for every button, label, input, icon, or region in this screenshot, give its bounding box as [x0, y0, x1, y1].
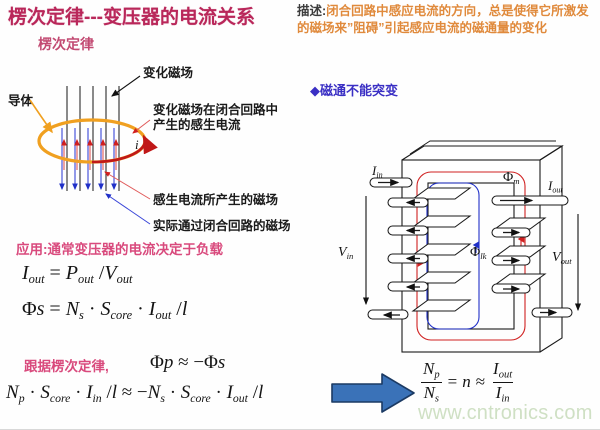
label-induced-current: 变化磁场在闭合回路中 产生的感生电流 — [153, 103, 278, 133]
label-induced-field: 感生电流所产生的磁场 — [153, 193, 279, 207]
lenz-heading: 跟据楞次定律, — [24, 359, 109, 374]
description-text: 闭合回路中感应电流的方向，总是使得它所激发的磁场来”阻碍”引起感应电流的磁通量的… — [297, 4, 589, 35]
secondary-turn — [491, 217, 547, 238]
core-right-face — [539, 144, 563, 353]
conclusion-arrow-icon — [331, 373, 415, 413]
formula-phip-approx: Φp ≈ −Φs — [150, 352, 226, 373]
primary-turn — [387, 243, 472, 264]
induced-field-pointer — [104, 171, 151, 200]
secondary-turn — [491, 245, 547, 266]
label-actual-field: 实际通过闭合回路的磁场 — [153, 219, 291, 233]
label-voltage-out: Vout — [552, 250, 572, 266]
page-title: 楞次定律---变压器的电流关系 — [8, 7, 255, 28]
application-heading: 应用:通常变压器的电流决定于负载 — [16, 242, 223, 257]
label-voltage-in: Vin — [338, 245, 354, 261]
conductor-loop — [37, 118, 147, 164]
approx-sign: ≈ — [475, 372, 486, 392]
final-turns-ratio-formula: Np Ns = n ≈ Iout Iin — [420, 360, 515, 405]
label-induced-current-line1: 变化磁场在闭合回路中 — [153, 103, 279, 117]
label-leakage-flux: Φlk — [470, 245, 487, 261]
site-watermark: www.cntronics.com — [418, 402, 593, 424]
primary-turn — [387, 215, 472, 236]
primary-turn — [387, 187, 472, 208]
equals-sign: = — [447, 372, 458, 392]
current-ratio-fraction: Iout Iin — [490, 360, 515, 405]
label-changing-field: 变化磁场 — [143, 66, 194, 80]
turns-ratio-numerator: Np — [423, 359, 440, 381]
turns-ratio-denominator: Ns — [420, 381, 443, 405]
changing-field-pointer — [111, 75, 141, 97]
diamond-bullet-icon: ◆ — [310, 83, 320, 98]
description-block: 描述:闭合回路中感应电流的方向，总是使得它所激发的磁场来”阻碍”引起感应电流的磁… — [297, 3, 597, 36]
label-current-out: Iout — [548, 178, 563, 195]
label-conductor: 导体 — [8, 94, 34, 108]
label-induced-current-line2: 产生的感生电流 — [153, 118, 241, 132]
current-ratio-numerator: Iout — [493, 359, 513, 381]
label-main-flux: Φm — [503, 170, 520, 186]
label-current-in: Iin — [372, 163, 383, 180]
section-subtitle: 楞次定律 — [38, 36, 94, 52]
description-label: 描述: — [297, 4, 327, 18]
label-current-symbol: i — [135, 137, 139, 152]
changing-field-lines — [66, 86, 120, 191]
formula-iout: Iout = Pout /Vout — [22, 262, 133, 286]
formula-turns-current: Np · Score · Iin /l ≈ −Ns · Score · Iout… — [6, 382, 264, 405]
primary-turn — [367, 299, 472, 320]
flux-continuity-bullet: ◆磁通不能突变 — [310, 80, 398, 99]
current-ratio-denominator: Iin — [492, 381, 513, 405]
core-top-face — [401, 145, 564, 161]
ratio-symbol: n — [462, 372, 471, 392]
flux-continuity-text: 磁通不能突变 — [320, 83, 399, 98]
primary-winding — [367, 177, 472, 320]
conductor-pointer — [29, 99, 53, 134]
actual-flux-arrows — [59, 128, 117, 191]
secondary-turn — [491, 273, 547, 294]
induced-field-arrows — [61, 138, 119, 170]
induced-current-pointer — [132, 119, 151, 134]
actual-flux-pointer — [105, 193, 151, 225]
formula-phis: Φs = Ns · Score · Iout /l — [22, 298, 188, 322]
primary-turn — [387, 271, 472, 292]
turns-ratio-fraction: Np Ns — [420, 360, 443, 405]
